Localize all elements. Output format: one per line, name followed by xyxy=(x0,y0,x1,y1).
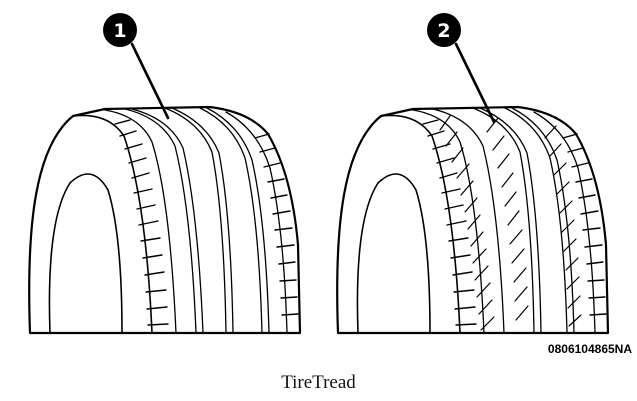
figure-caption: TireTread xyxy=(281,372,356,393)
callout-1-marker: 1 xyxy=(103,13,137,47)
tire-2-outline xyxy=(336,105,610,335)
tire-1-shoulder-sipes-left xyxy=(114,119,169,326)
tire-1-shoulder-sipes-right xyxy=(254,133,299,316)
tire-1-illustration xyxy=(28,105,302,335)
callout-2-number: 2 xyxy=(437,20,450,42)
callout-2-leader xyxy=(454,42,496,124)
tire-1-outline xyxy=(28,105,302,335)
callout-2-marker: 2 xyxy=(427,13,461,47)
tire-2-illustration xyxy=(336,105,610,335)
tire-2-shoulder-sipes-left xyxy=(422,119,477,326)
reference-code: 0806104865NA xyxy=(548,342,632,356)
tire-1-rim-opening xyxy=(48,173,123,334)
tire-2-grooves xyxy=(412,107,596,334)
callout-1-leader xyxy=(130,42,170,120)
callout-1-number: 1 xyxy=(113,20,126,42)
tire-1-grooves xyxy=(104,107,288,334)
tire-2-shoulder-sipes-right xyxy=(562,133,607,316)
tire-2-tread-wear-sipes xyxy=(439,115,582,331)
tire-2-rim-opening xyxy=(356,173,431,334)
